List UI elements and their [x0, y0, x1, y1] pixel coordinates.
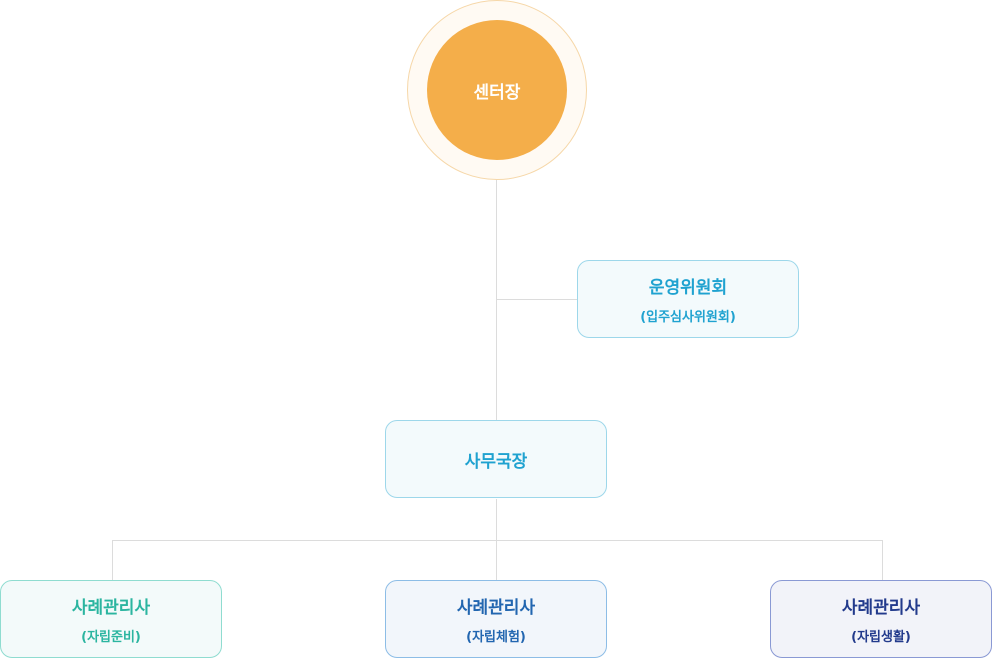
connector-horizontal [112, 540, 883, 541]
committee-subtitle: (입주심사위원회) [640, 310, 736, 325]
connector-committee [496, 299, 578, 300]
manager-title: 사례관리사 [71, 598, 151, 618]
committee-title: 운영위원회 [648, 278, 728, 298]
manager-title: 사례관리사 [456, 598, 536, 618]
connector-director-down [496, 499, 497, 580]
manager-subtitle: (자립준비) [81, 630, 141, 645]
manager-title: 사례관리사 [841, 598, 921, 618]
connector-left [112, 540, 113, 580]
manager-node-experience: 사례관리사 (자립체험) [385, 580, 607, 658]
head-label: 센터장 [473, 82, 521, 103]
committee-node: 운영위원회 (입주심사위원회) [577, 260, 799, 338]
head-node: 센터장 [427, 20, 567, 160]
manager-subtitle: (자립생활) [851, 630, 911, 645]
director-node: 사무국장 [385, 420, 607, 498]
manager-node-life: 사례관리사 (자립생활) [770, 580, 992, 658]
connector-right [882, 540, 883, 580]
director-title: 사무국장 [464, 451, 528, 472]
manager-node-prep: 사례관리사 (자립준비) [0, 580, 222, 658]
manager-subtitle: (자립체험) [466, 630, 526, 645]
